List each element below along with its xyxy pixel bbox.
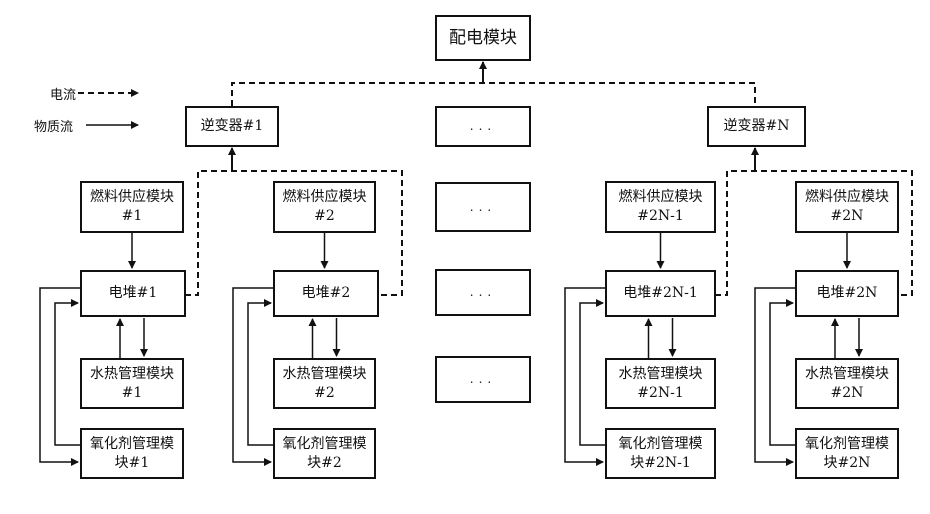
stack-module-3: 电堆#2N-1 (605, 270, 716, 317)
stack-to-oxidizer-arrow (233, 288, 273, 462)
inverter-1-label: 逆变器#1 (201, 117, 264, 136)
water-module-label: 水热管理模块 (619, 365, 703, 384)
oxidizer-module-label: 块#2 (307, 454, 342, 473)
oxidizer-module-label: 块#2N-1 (630, 454, 691, 473)
stack-module-label: 电堆#2 (302, 284, 351, 303)
fuel-module-1: 燃料供应模块#1 (80, 181, 184, 233)
water-module-4: 水热管理模块#2N (795, 358, 899, 409)
power-distribution-module: 配电模块 (435, 15, 531, 61)
water-module-label: #2N (831, 384, 864, 403)
ellipsis-label: ... (470, 198, 496, 217)
fuel-module-label: 燃料供应模块 (619, 188, 703, 207)
water-module-label: 水热管理模块 (283, 365, 367, 384)
ellipsis-box-stack: ... (435, 269, 531, 316)
power-distribution-label: 配电模块 (449, 29, 517, 48)
oxidizer-module-label: 氧化剂管理模 (90, 435, 174, 454)
stack-module-2: 电堆#2 (273, 270, 379, 317)
fuel-module-label: 燃料供应模块 (90, 188, 174, 207)
inverter-n: 逆变器#N (707, 106, 806, 147)
oxidizer-module-label: 氧化剂管理模 (283, 435, 367, 454)
fuel-module-label: #2N (831, 207, 864, 226)
legend-current-label: 电流 (50, 84, 76, 103)
oxidizer-module-label: 氧化剂管理模 (805, 435, 889, 454)
oxidizer-to-stack-arrow (248, 303, 273, 445)
fuel-module-3: 燃料供应模块#2N-1 (605, 181, 716, 233)
water-module-3: 水热管理模块#2N-1 (605, 358, 716, 409)
oxidizer-module-4: 氧化剂管理模块#2N (795, 428, 899, 479)
oxidizer-to-stack-arrow (580, 303, 605, 445)
stack-module-label: 电堆#1 (109, 284, 158, 303)
stack-to-oxidizer-arrow (755, 288, 795, 462)
water-module-label: 水热管理模块 (90, 365, 174, 384)
stack-module-4: 电堆#2N (795, 270, 899, 317)
ellipsis-label: ... (470, 370, 496, 389)
oxidizer-to-stack-arrow (770, 303, 795, 445)
fuel-module-4: 燃料供应模块#2N (795, 181, 899, 233)
ellipsis-box-inverter: ... (435, 106, 531, 147)
legend-material-label: 物质流 (34, 116, 73, 135)
ellipsis-label: ... (470, 117, 496, 136)
oxidizer-module-2: 氧化剂管理模块#2 (273, 428, 376, 479)
power-bus-line (232, 83, 755, 106)
water-module-2: 水热管理模块#2 (273, 358, 376, 409)
inverter-1: 逆变器#1 (185, 106, 279, 147)
water-module-label: #2 (314, 384, 335, 403)
oxidizer-module-label: 氧化剂管理模 (619, 435, 703, 454)
fuel-module-label: 燃料供应模块 (805, 188, 889, 207)
water-module-label: 水热管理模块 (805, 365, 889, 384)
stack-to-oxidizer-arrow (40, 288, 80, 462)
fuel-module-2: 燃料供应模块#2 (273, 181, 376, 233)
fuel-module-label: #1 (122, 207, 143, 226)
water-module-label: #1 (122, 384, 143, 403)
water-module-label: #2N-1 (637, 384, 684, 403)
stack-module-1: 电堆#1 (80, 270, 186, 317)
oxidizer-module-1: 氧化剂管理模块#1 (80, 428, 184, 479)
ellipsis-box-fuel: ... (435, 182, 531, 232)
fuel-module-label: #2N-1 (637, 207, 684, 226)
inverter-n-label: 逆变器#N (724, 117, 790, 136)
oxidizer-module-label: 块#2N (824, 454, 871, 473)
stack-module-label: 电堆#2N (817, 284, 878, 303)
stack-to-oxidizer-arrow (565, 288, 605, 462)
oxidizer-module-label: 块#1 (115, 454, 150, 473)
ellipsis-box-water: ... (435, 356, 531, 403)
ellipsis-label: ... (470, 283, 496, 302)
water-module-1: 水热管理模块#1 (80, 358, 184, 409)
oxidizer-module-3: 氧化剂管理模块#2N-1 (605, 428, 716, 479)
fuel-module-label: 燃料供应模块 (283, 188, 367, 207)
stack-module-label: 电堆#2N-1 (623, 284, 698, 303)
fuel-module-label: #2 (314, 207, 335, 226)
oxidizer-to-stack-arrow (55, 303, 80, 445)
